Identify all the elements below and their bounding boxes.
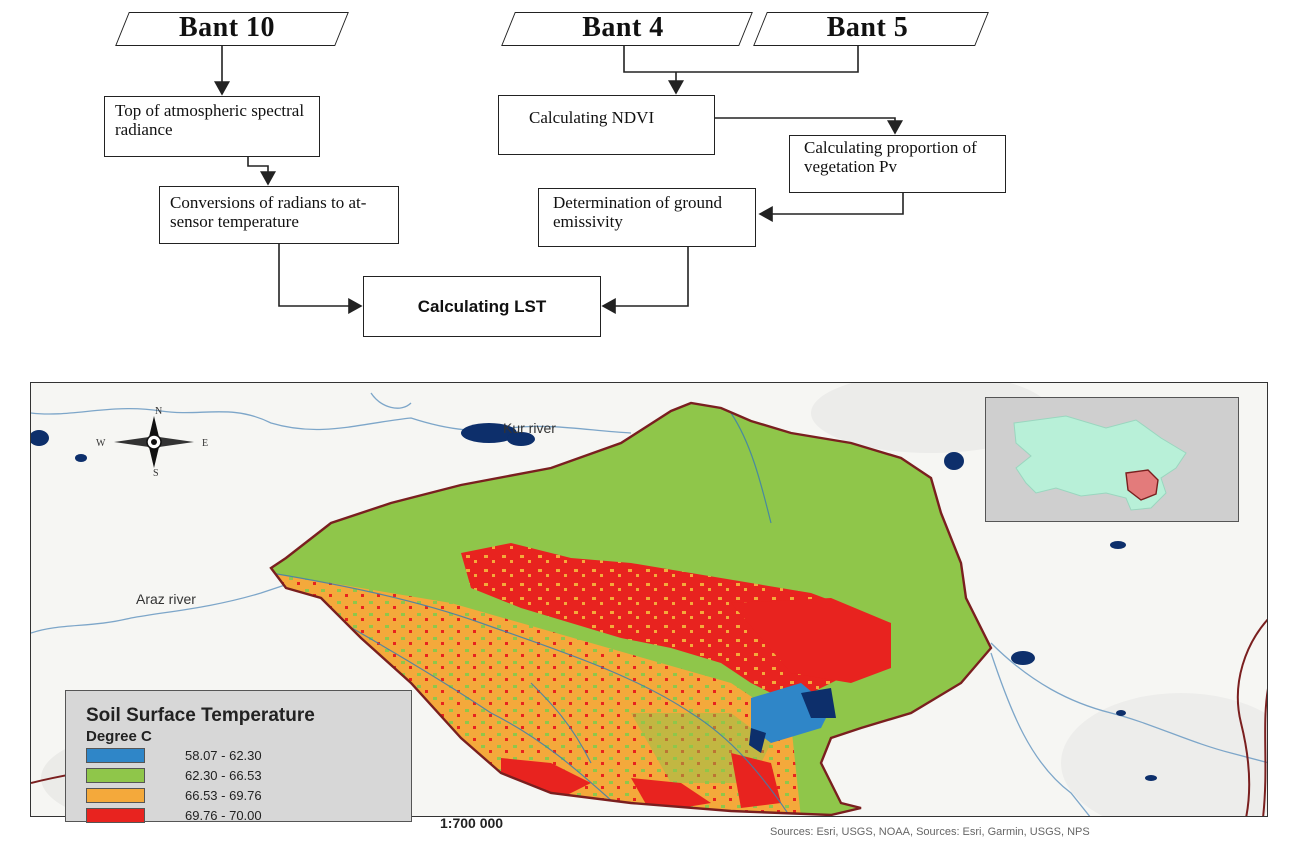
connector-bant4 (623, 46, 859, 73)
north-arrow-icon: N S W E (92, 406, 212, 479)
legend-item: 66.53 - 69.76 (86, 787, 262, 803)
inset-country (1013, 415, 1187, 511)
input-bant4: Bant 4 (582, 12, 664, 43)
legend-swatch (86, 787, 145, 803)
inset-map (985, 397, 1239, 522)
arrow-ndvi-pv (715, 117, 903, 135)
step-emissivity: Determination of ground emissivity (538, 188, 756, 247)
legend-item: 69.76 - 70.00 (86, 807, 262, 823)
flowchart-connectors (214, 46, 904, 314)
compass-e: E (202, 438, 209, 449)
legend-swatch (86, 807, 145, 823)
region-boundary (269, 401, 993, 816)
legend-label: 62.30 - 66.53 (185, 767, 262, 783)
map-credits: Sources: Esri, USGS, NOAA, Sources: Esri… (770, 826, 1090, 838)
legend-label: 69.76 - 70.00 (185, 807, 262, 823)
inset-region (1125, 469, 1159, 501)
input-bant10: Bant 10 (178, 12, 276, 43)
arrow-pv-emissivity (758, 193, 904, 222)
label-araz-river: Araz river (136, 591, 196, 607)
arrow-toa-conversion (247, 157, 276, 186)
step-conversion: Conversions of radians to at-sensor temp… (159, 186, 399, 244)
compass-s: S (153, 468, 159, 479)
label-kur-river: Kur river (503, 420, 556, 436)
legend-item: 58.07 - 62.30 (86, 747, 262, 763)
step-lst: Calculating LST (363, 276, 601, 337)
legend-swatch (86, 747, 145, 763)
input-bant5: Bant 5 (826, 12, 909, 43)
legend-title: Soil Surface Temperature (86, 705, 315, 726)
arrow-conversion-lst (278, 244, 363, 314)
arrow-emissivity-lst (601, 247, 689, 314)
legend: Soil Surface Temperature Degree C 58.07 … (65, 690, 412, 823)
step-ndvi: Calculating NDVI (498, 95, 715, 155)
legend-item: 62.30 - 66.53 (86, 767, 262, 783)
legend-label: 66.53 - 69.76 (185, 787, 262, 803)
compass-w: W (96, 438, 106, 449)
inset-map-canvas (1013, 415, 1187, 511)
legend-label: 58.07 - 62.30 (185, 747, 262, 763)
step-pv: Calculating proportion of vegetation Pv (789, 135, 1006, 193)
legend-subtitle: Degree C (86, 728, 152, 745)
legend-swatch (86, 767, 145, 783)
map-scale: 1:700 000 (440, 815, 504, 831)
step-toa-radiance: Top of atmospheric spectral radiance (104, 96, 320, 157)
compass-n: N (155, 406, 163, 417)
